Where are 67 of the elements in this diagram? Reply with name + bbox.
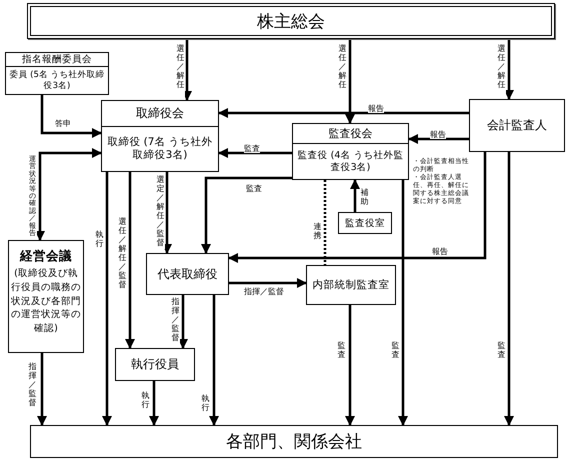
node-label: 監査役室	[344, 216, 386, 230]
arrow	[201, 176, 292, 254]
arrow	[345, 305, 355, 426]
board-box	[292, 123, 409, 180]
arrow	[40, 95, 102, 138]
node-label: 各部門、関係会社	[225, 431, 363, 454]
arrow	[504, 152, 514, 426]
edge-label: 指揮／監督	[171, 297, 180, 345]
body-text: 取締役 (7名 うち社外取締役3名)	[106, 134, 214, 163]
edge-label: 監査	[391, 341, 400, 361]
edge-label: 報告	[430, 130, 446, 139]
edge-label: 連携	[313, 222, 322, 242]
officer-box	[115, 348, 195, 381]
committee-box	[5, 52, 109, 95]
office-box	[338, 212, 392, 234]
node-label: 内部統制監査室	[312, 278, 390, 293]
arrow	[37, 353, 47, 426]
auditor-box	[469, 99, 565, 152]
arrow	[209, 295, 219, 426]
node-label: 株主総会	[256, 10, 326, 34]
arrow	[218, 108, 469, 118]
edge-label: 執行	[201, 394, 210, 414]
heading-text: 経営会議	[18, 247, 73, 265]
department-box	[30, 425, 558, 458]
edge-label: 答申	[55, 119, 71, 128]
arrow	[229, 278, 307, 288]
edge-label: 選任／解任／監督	[118, 217, 127, 291]
body-text: (取締役及び執行役員の職務の状況及び各部門の運営状況等の確認)	[10, 267, 82, 336]
node-label: 会計監査人	[486, 117, 548, 134]
edge-label: 補助	[360, 188, 369, 208]
arrow	[504, 39, 514, 100]
node-label: 代表取締役	[156, 266, 218, 282]
body-text: 監査役 (4名 うち社外監査役3名)	[296, 148, 404, 174]
arrow	[102, 172, 112, 426]
edge-label: 監査	[497, 341, 506, 361]
edge-label: 監査	[246, 184, 262, 193]
officer-box	[146, 253, 229, 295]
edge-label: 報告	[432, 247, 448, 256]
arrow	[345, 39, 355, 124]
arrow	[408, 134, 469, 144]
arrow	[149, 381, 159, 426]
heading-text: 監査役会	[293, 124, 408, 144]
edge-label: 執行	[141, 391, 150, 411]
office-box	[306, 265, 396, 305]
dotted-line	[324, 180, 326, 265]
heading-text: 取締役会	[102, 101, 218, 127]
arrow	[218, 148, 292, 158]
node-label: 執行役員	[130, 356, 180, 373]
body-text: 委員 (5名 うち社外取締役3名)	[8, 68, 106, 92]
edge-label: 監査	[337, 341, 346, 361]
edge-label: 執行	[95, 230, 104, 250]
meeting-box	[8, 240, 84, 353]
edge-label: 指揮／監督	[244, 287, 284, 296]
heading-text: 指名報酬委員会	[6, 53, 108, 67]
meeting-box	[27, 3, 555, 39]
arrow	[162, 172, 172, 254]
arrow	[350, 179, 360, 212]
edge-label: 選定／解任／監督	[156, 175, 165, 249]
board-box	[101, 100, 219, 172]
edge-label: 報告	[368, 104, 384, 113]
arrow	[178, 295, 188, 349]
arrow	[398, 180, 408, 426]
arrow	[35, 148, 102, 241]
edge-label: 監査	[244, 144, 260, 153]
arrow	[228, 152, 486, 263]
arrow	[125, 172, 135, 349]
edge-label: 選任／解任	[176, 44, 185, 98]
